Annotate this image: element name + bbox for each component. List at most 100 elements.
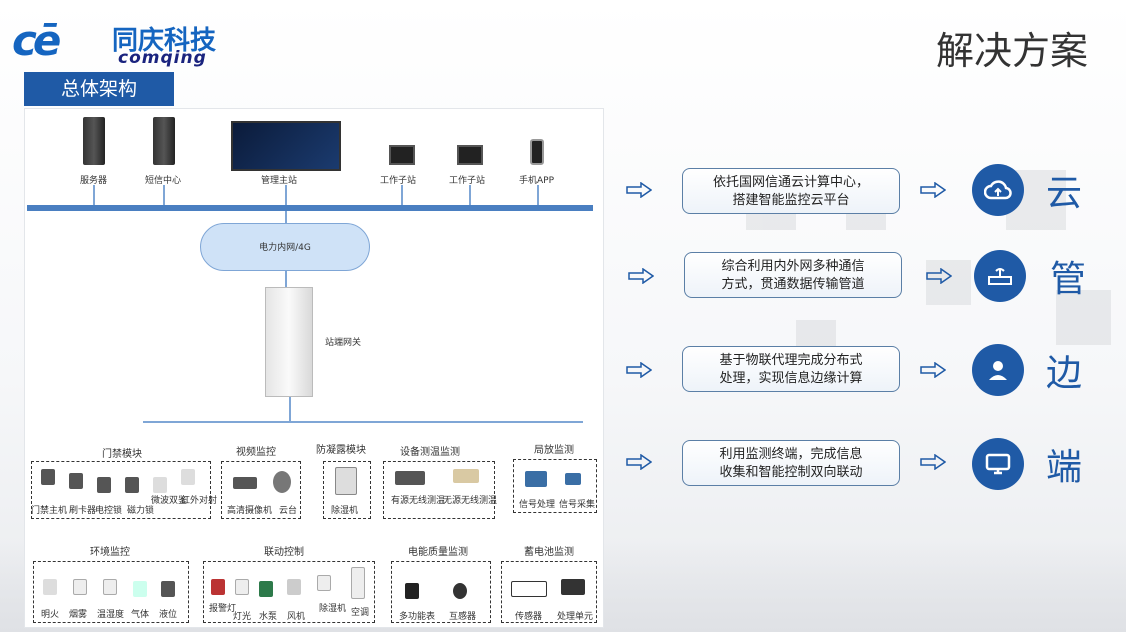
module-title: 设备测温监测 (397, 443, 463, 458)
item-label: 云台 (279, 506, 298, 516)
signal-processor-icon (525, 471, 547, 487)
layer-label: 管 (1050, 259, 1087, 300)
item-label: 信号处理 (519, 500, 556, 510)
item-label: 除湿机 (319, 604, 347, 614)
device-icon (181, 469, 195, 485)
connector (285, 185, 287, 205)
fan-icon (287, 579, 301, 595)
item-label: 磁力锁 (127, 506, 155, 516)
item-label: 风机 (287, 612, 306, 622)
router-icon (974, 250, 1026, 302)
device-label: 短信中心 (145, 176, 182, 186)
layer-label: 边 (1046, 353, 1083, 394)
item-label: 烟雾 (69, 610, 88, 620)
layer-description: 综合利用内外网多种通信方式，贯通数据传输管道 (684, 252, 902, 298)
arrow-right-icon (926, 268, 952, 284)
light-icon (235, 579, 249, 595)
device-label: 工作子站 (449, 176, 486, 186)
arrow-right-icon (920, 362, 946, 378)
device-icon (41, 469, 55, 485)
arrow-right-icon (920, 454, 946, 470)
item-label: 温湿度 (97, 610, 125, 620)
branch-line (143, 421, 583, 423)
layer-row: 利用监测终端，完成信息收集和智能控制双向联动 端 (626, 436, 1096, 496)
connector (285, 211, 287, 225)
item-label: 高清摄像机 (227, 506, 273, 516)
arrow-right-icon (626, 182, 652, 198)
env-module (33, 561, 189, 623)
server-icon (83, 117, 105, 165)
dehumidifier-icon (317, 575, 331, 591)
video-module (221, 461, 301, 519)
dehumidifier-icon (335, 467, 357, 495)
logo-mark: cē (12, 16, 61, 65)
layer-label: 云 (1046, 173, 1083, 214)
layer-row: 基于物联代理完成分布式处理，实现信息边缘计算 边 (626, 342, 1096, 402)
module-title: 局放监测 (531, 441, 577, 456)
layer-description: 利用监测终端，完成信息收集和智能控制双向联动 (682, 440, 900, 486)
layer-row: 依托国网信通云计算中心，搭建智能监控云平台 云 (626, 160, 1096, 220)
item-label: 信号采集 (559, 500, 596, 510)
gas-sensor-icon (133, 581, 147, 597)
main-station-screen-icon (231, 121, 341, 171)
power-module (391, 561, 491, 623)
air-conditioner-icon (351, 567, 365, 599)
phone-icon (530, 139, 544, 165)
sensor-icon (453, 469, 479, 483)
arrow-right-icon (626, 454, 652, 470)
item-label: 电控锁 (95, 506, 123, 516)
connector (93, 185, 95, 205)
item-label: 液位 (159, 610, 178, 620)
section-tag: 总体架构 (24, 72, 174, 106)
item-label: 刷卡器 (69, 506, 97, 516)
door-module (31, 461, 211, 519)
meter-icon (405, 583, 419, 599)
item-label: 报警灯 (209, 604, 237, 614)
item-label: 灯光 (233, 612, 252, 622)
network-bus (27, 205, 593, 211)
workstation-icon (457, 145, 483, 165)
device-icon (97, 477, 111, 493)
logo-english-name: comqing (118, 48, 207, 68)
device-label: 工作子站 (380, 176, 417, 186)
arrow-right-icon (920, 182, 946, 198)
item-label: 传感器 (515, 612, 543, 622)
company-logo: cē 同庆科技 comqing (12, 14, 242, 68)
connector (285, 271, 287, 287)
module-title: 蓄电池监测 (521, 543, 577, 558)
intranet-cloud: 电力内网/4G (200, 223, 370, 271)
link-module (203, 561, 375, 623)
item-label: 多功能表 (399, 612, 436, 622)
connector (469, 185, 471, 205)
gateway-label: 站端网关 (325, 338, 362, 348)
module-title: 联动控制 (261, 543, 307, 558)
workstation-icon (389, 145, 415, 165)
item-label: 红外对射 (181, 496, 218, 506)
temp-module (383, 461, 495, 519)
layer-description: 基于物联代理完成分布式处理，实现信息边缘计算 (682, 346, 900, 392)
ptz-icon (273, 471, 291, 493)
device-icon (153, 477, 167, 493)
page-title: 解决方案 (935, 29, 1088, 73)
pump-icon (259, 581, 273, 597)
sensor-icon (395, 471, 425, 485)
flame-sensor-icon (43, 579, 57, 595)
layer-row: 综合利用内外网多种通信方式，贯通数据传输管道 管 (626, 246, 1096, 306)
arrow-right-icon (628, 268, 654, 284)
architecture-diagram: 服务器 短信中心 管理主站 工作子站 工作子站 手机APP 电力内网/4G 站端… (24, 108, 604, 628)
user-icon (972, 344, 1024, 396)
device-icon (125, 477, 139, 493)
layer-description: 依托国网信通云计算中心，搭建智能监控云平台 (682, 168, 900, 214)
processing-unit-icon (561, 579, 585, 595)
connector (537, 185, 539, 205)
gateway-cabinet (265, 287, 313, 397)
logo-chinese-name: 同庆科技 (112, 26, 217, 56)
module-title: 防凝露模块 (313, 441, 369, 456)
item-label: 门禁主机 (31, 506, 68, 516)
transformer-icon (453, 583, 467, 599)
item-label: 明火 (41, 610, 60, 620)
device-label: 管理主站 (261, 176, 298, 186)
sms-server-icon (153, 117, 175, 165)
cloud-upload-icon (972, 164, 1024, 216)
module-title: 电能质量监测 (405, 543, 471, 558)
